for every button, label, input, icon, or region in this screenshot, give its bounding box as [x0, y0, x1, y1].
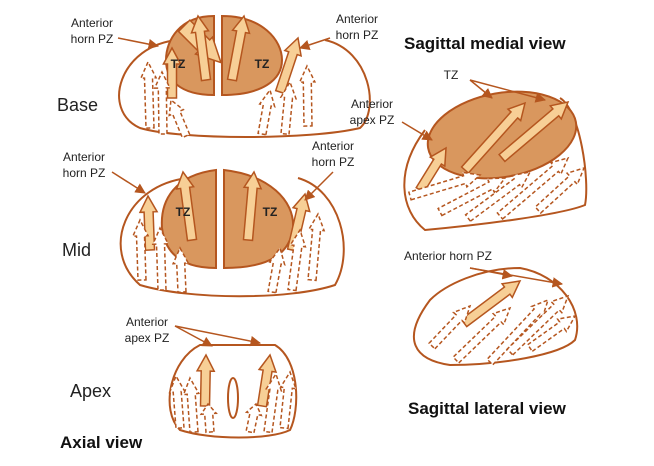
mid-arrow-dash-l1 — [131, 218, 150, 281]
sagittal-medial-outline — [403, 97, 588, 232]
base-arrow-dash-r1 — [257, 88, 276, 136]
sag-lateral-arrow-dash-4 — [506, 294, 570, 356]
sag-lateral-arrow-solid — [460, 280, 522, 328]
pointer-sag-apex — [401, 121, 433, 141]
apex-arrow-solid-right — [256, 353, 278, 408]
label-apex-line1: Anterior — [126, 315, 168, 329]
sag-lateral-arrow-dash-5 — [526, 314, 577, 353]
apex-arrow-solid-left — [195, 353, 216, 407]
label-apex-line2: apex PZ — [125, 331, 170, 345]
apex-urethra — [227, 377, 239, 419]
base-arrow-solid-right — [274, 36, 303, 95]
label-base-right-line2: horn PZ — [336, 28, 379, 42]
sag-medial-arrow-dash-4 — [496, 156, 570, 221]
label-mid-left-line2: horn PZ — [63, 166, 106, 180]
sag-lateral-arrow-dash-2 — [452, 306, 512, 364]
base-tz-right — [221, 14, 284, 97]
mid-arrow-dash-r3 — [307, 212, 326, 282]
sag-medial-arrow-solid-3 — [498, 100, 570, 163]
sag-lateral-arrow-dash-3 — [486, 298, 550, 366]
mid-arrow-solid-tz-left — [175, 170, 198, 242]
pointer-lat-2 — [469, 267, 564, 288]
sag-medial-arrow-dash-5 — [534, 166, 586, 215]
base-arrow-dash-r3 — [298, 64, 317, 127]
mid-outline — [119, 177, 345, 298]
arrow-layer — [131, 14, 586, 434]
base-arrow-dash-l1 — [139, 60, 158, 129]
sag-medial-arrow-dash-1 — [407, 171, 482, 201]
apex-arrow-dash-l3 — [199, 402, 218, 434]
mid-arrow-dash-r1 — [267, 246, 286, 294]
view-sagittal-lateral: Sagittal lateral view — [408, 399, 567, 418]
apex-arrow-dash-l1 — [168, 374, 187, 430]
base-arrow-dash-r2 — [279, 80, 298, 136]
apex-arrow-dash-l2 — [182, 376, 201, 434]
base-outline — [118, 39, 371, 138]
pointer-mid-left — [111, 171, 146, 194]
mid-arrow-solid-right — [286, 192, 311, 252]
label-base-left-line1: Anterior — [71, 16, 113, 30]
base-arrow-dash-l3 — [168, 98, 191, 139]
base-arrow-solid-tz-left — [190, 14, 212, 82]
apex-outline — [168, 344, 298, 439]
mid-arrow-solid-tz-right — [242, 170, 263, 242]
level-mid: Mid — [62, 240, 91, 260]
sag-medial-arrow-solid-2 — [460, 101, 527, 175]
mid-arrow-dash-r2 — [287, 228, 307, 292]
sag-lateral-arrow-dash-1 — [428, 304, 472, 350]
pointer-sag-tz-1 — [469, 79, 493, 99]
apex-arrow-dash-r3 — [279, 370, 298, 430]
sag-medial-arrow-dash-2 — [437, 177, 507, 217]
sag-medial-arrow-solid-1 — [415, 146, 447, 194]
pointer-base-left — [117, 37, 160, 50]
tz-label-base-right: TZ — [255, 57, 270, 71]
label-mid-right-line2: horn PZ — [312, 155, 355, 169]
view-sagittal-medial: Sagittal medial view — [404, 34, 566, 53]
base-arrow-solid-tz-right — [226, 14, 251, 82]
tz-label-mid-right: TZ — [263, 205, 278, 219]
label-sag-apex-line2: apex PZ — [350, 113, 395, 127]
tz-label-base-left: TZ — [171, 57, 186, 71]
level-apex: Apex — [70, 381, 111, 401]
pointer-mid-right — [304, 171, 334, 201]
axial-apex-section — [168, 344, 298, 439]
label-sag-lateral-horn: Anterior horn PZ — [404, 249, 492, 263]
pointer-base-right — [299, 37, 331, 50]
label-sag-apex-line1: Anterior — [351, 97, 393, 111]
label-base-right-line1: Anterior — [336, 12, 378, 26]
sag-medial-arrow-dash-3 — [464, 170, 532, 223]
label-sag-tz: TZ — [444, 68, 459, 82]
view-axial: Axial view — [60, 433, 143, 452]
level-base: Base — [57, 95, 98, 115]
pointer-apex-1 — [174, 325, 213, 347]
pointer-sag-tz-2 — [469, 79, 547, 103]
pointer-lines — [111, 37, 564, 347]
mid-arrow-dash-l3 — [171, 246, 190, 293]
text-labels: Anterior horn PZ Anterior horn PZ Anteri… — [57, 12, 567, 452]
label-mid-right-line1: Anterior — [312, 139, 354, 153]
tz-label-mid-left: TZ — [176, 205, 191, 219]
pointer-apex-2 — [174, 325, 262, 347]
label-base-left-line2: horn PZ — [71, 32, 114, 46]
sagittal-medial-section — [403, 90, 588, 232]
base-arrow-dash-l2 — [153, 70, 172, 135]
apex-arrow-dash-r2 — [263, 372, 283, 434]
mid-arrow-dash-l2 — [151, 226, 170, 291]
apex-arrow-dash-r1 — [244, 402, 263, 434]
label-mid-left-line1: Anterior — [63, 150, 105, 164]
